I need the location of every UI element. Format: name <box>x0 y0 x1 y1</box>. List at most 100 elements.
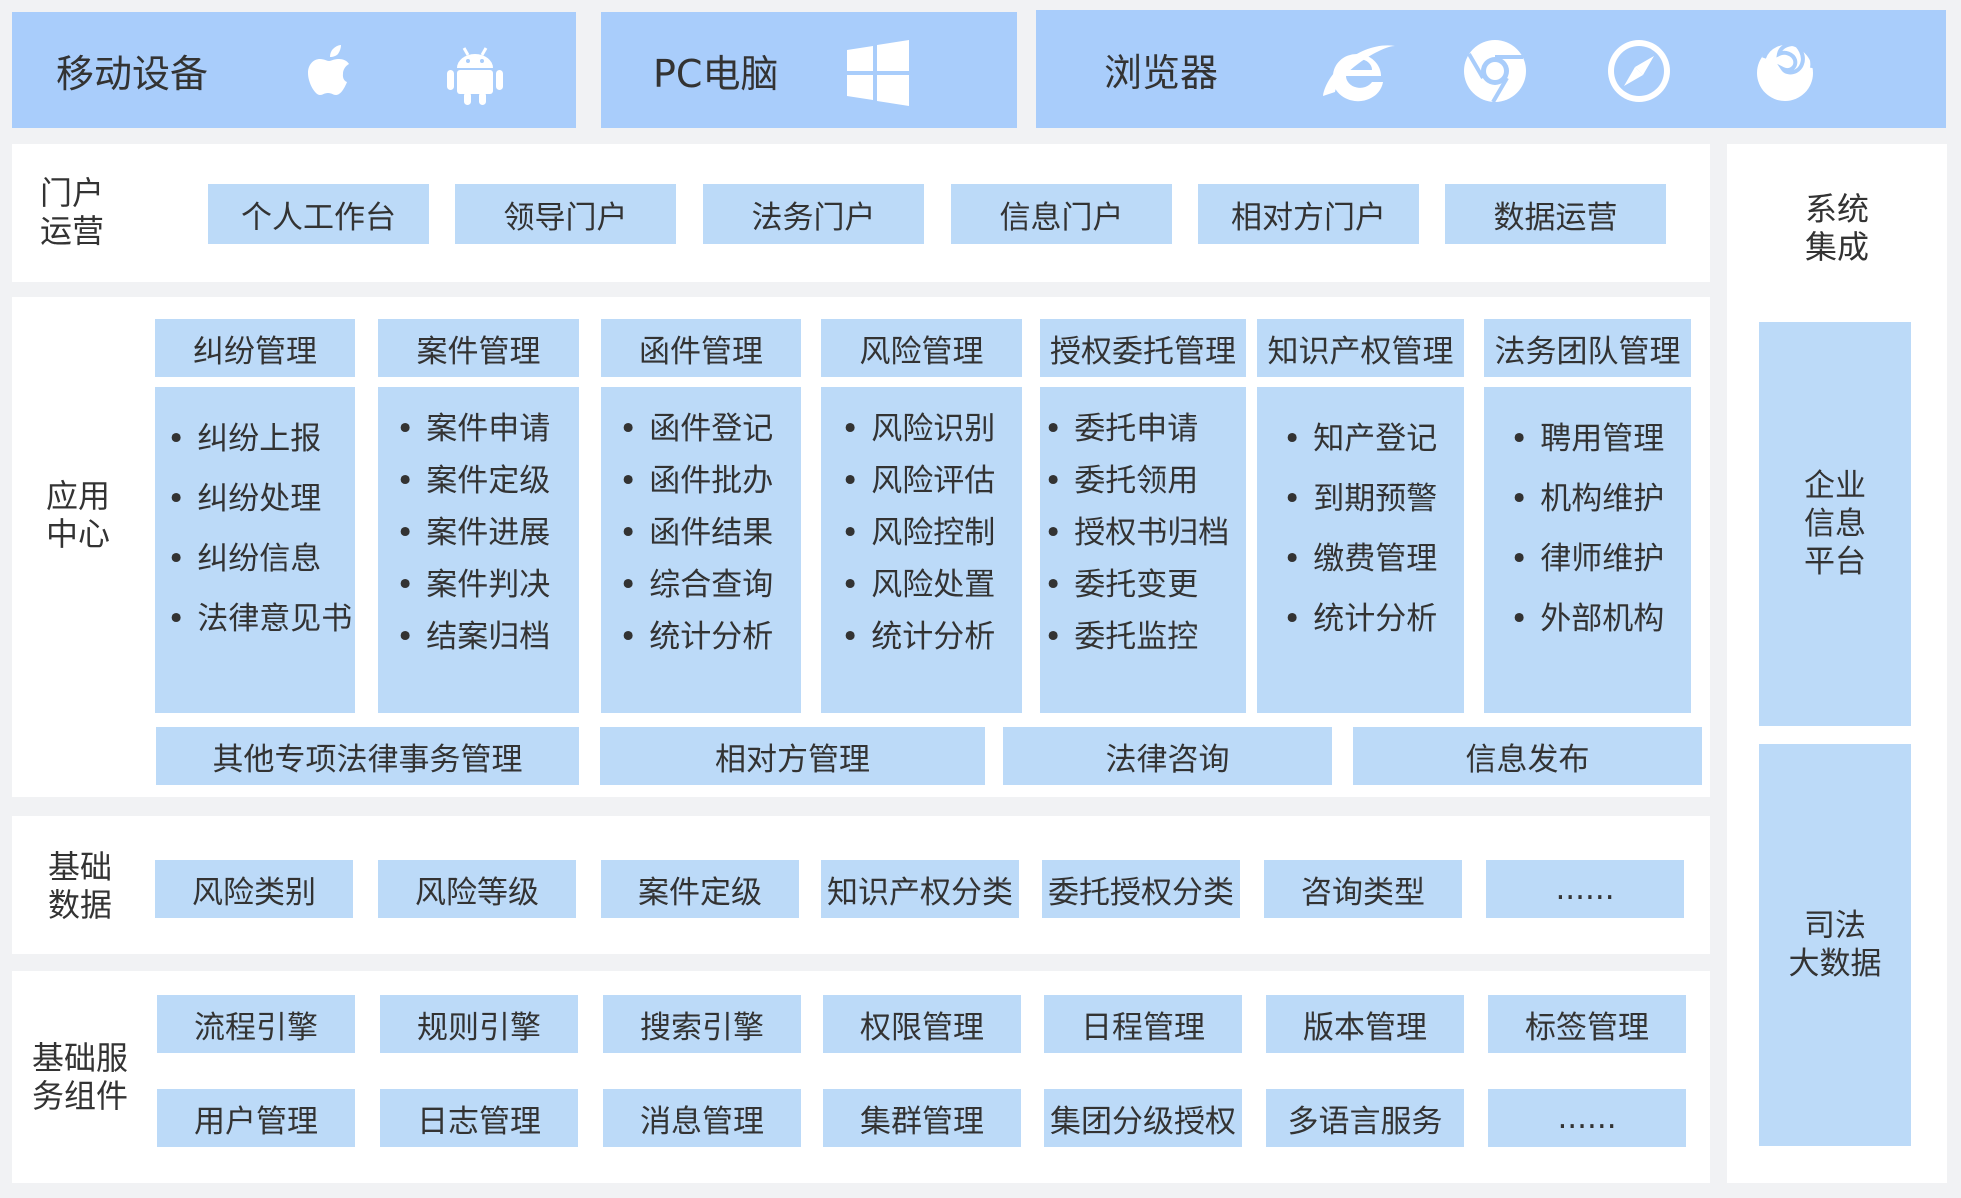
base-data-item: 风险等级 <box>378 860 576 918</box>
module-item: 结案归档 <box>396 611 550 663</box>
service-item: 集群管理 <box>823 1089 1021 1147</box>
mobile-devices-bar: 移动设备 <box>12 12 576 128</box>
platform-line2: 信息 <box>1804 506 1866 542</box>
module-item: 委托变更 <box>1044 559 1229 611</box>
module-header: 纠纷管理 <box>155 319 355 377</box>
base-data-item: 咨询类型 <box>1264 860 1462 918</box>
portal-item: 领导门户 <box>455 184 676 244</box>
module-box: 风险识别风险评估风险控制风险处置统计分析 <box>821 387 1022 713</box>
module-header: 风险管理 <box>821 319 1022 377</box>
module-item: 委托监控 <box>1044 611 1229 663</box>
module-item: 法律意见书 <box>167 589 352 649</box>
module-item: 案件定级 <box>396 455 550 507</box>
service-item: 多语言服务 <box>1266 1089 1464 1147</box>
module-item: 风险控制 <box>841 507 995 559</box>
base-data-item: ...... <box>1486 860 1684 918</box>
base-data-label-line2: 数据 <box>48 886 113 924</box>
portal-item: 信息门户 <box>951 184 1172 244</box>
module-item-list: 案件申请案件定级案件进展案件判决结案归档 <box>396 403 550 663</box>
browser-title: 浏览器 <box>1104 50 1219 95</box>
module-item: 知产登记 <box>1283 409 1437 469</box>
base-data-panel: 基础 数据 风险类别风险等级案件定级知识产权分类委托授权分类咨询类型...... <box>12 816 1710 954</box>
module-item: 纠纷上报 <box>167 409 352 469</box>
module-item: 统计分析 <box>619 611 773 663</box>
portal-item: 法务门户 <box>703 184 924 244</box>
module-item: 函件批办 <box>619 455 773 507</box>
module-header: 授权委托管理 <box>1040 319 1246 377</box>
base-data-item: 案件定级 <box>601 860 799 918</box>
platform-line1: 企业 <box>1804 468 1866 504</box>
app-bottom-item: 其他专项法律事务管理 <box>156 727 579 785</box>
module-item: 纠纷处理 <box>167 469 352 529</box>
module-item-list: 纠纷上报纠纷处理纠纷信息法律意见书 <box>167 409 352 649</box>
base-data-item: 委托授权分类 <box>1042 860 1240 918</box>
service-item: 用户管理 <box>157 1089 355 1147</box>
base-service-label-line1: 基础服 <box>32 1039 129 1077</box>
safari-icon <box>1608 40 1670 102</box>
android-icon <box>447 47 503 105</box>
service-item: 流程引擎 <box>157 995 355 1053</box>
module-box: 案件申请案件定级案件进展案件判决结案归档 <box>378 387 579 713</box>
module-item: 综合查询 <box>619 559 773 611</box>
module-item: 统计分析 <box>841 611 995 663</box>
service-item: ...... <box>1488 1089 1686 1147</box>
module-item: 函件登记 <box>619 403 773 455</box>
module-item: 外部机构 <box>1510 589 1664 649</box>
module-item: 案件判决 <box>396 559 550 611</box>
integration-panel: 系统 集成 企业 信息 平台 司法 大数据 <box>1727 144 1947 1183</box>
base-data-item: 知识产权分类 <box>821 860 1019 918</box>
module-item: 授权书归档 <box>1044 507 1229 559</box>
enterprise-platform-block: 企业 信息 平台 <box>1759 322 1911 726</box>
base-data-item: 风险类别 <box>155 860 353 918</box>
mobile-devices-title: 移动设备 <box>56 51 209 96</box>
module-item: 缴费管理 <box>1283 529 1437 589</box>
integration-title-line2: 集成 <box>1804 228 1869 266</box>
module-box: 聘用管理机构维护律师维护外部机构 <box>1484 387 1691 713</box>
module-item: 聘用管理 <box>1510 409 1664 469</box>
service-item: 权限管理 <box>823 995 1021 1053</box>
base-service-label: 基础服 务组件 <box>32 1039 128 1115</box>
module-item: 风险评估 <box>841 455 995 507</box>
pc-title: PC电脑 <box>653 51 779 96</box>
portal-item: 个人工作台 <box>208 184 429 244</box>
module-header: 案件管理 <box>378 319 579 377</box>
module-item-list: 委托申请委托领用授权书归档委托变更委托监控 <box>1044 403 1229 663</box>
platform-line3: 平台 <box>1804 544 1866 580</box>
module-item-list: 聘用管理机构维护律师维护外部机构 <box>1510 409 1664 649</box>
module-box: 知产登记到期预警缴费管理统计分析 <box>1257 387 1464 713</box>
service-item: 日程管理 <box>1044 995 1242 1053</box>
app-center-label: 应用 中心 <box>46 477 110 553</box>
service-item: 日志管理 <box>380 1089 578 1147</box>
portal-item: 数据运营 <box>1445 184 1666 244</box>
portal-label-line1: 门户 <box>40 174 105 212</box>
portal-label-line2: 运营 <box>40 212 105 250</box>
service-item: 标签管理 <box>1488 995 1686 1053</box>
module-header: 函件管理 <box>601 319 801 377</box>
service-item: 集团分级授权 <box>1044 1089 1242 1147</box>
module-item: 机构维护 <box>1510 469 1664 529</box>
module-item: 到期预警 <box>1283 469 1437 529</box>
module-item: 案件申请 <box>396 403 550 455</box>
base-service-label-line2: 务组件 <box>32 1077 129 1115</box>
module-item-list: 函件登记函件批办函件结果综合查询统计分析 <box>619 403 773 663</box>
module-item: 风险识别 <box>841 403 995 455</box>
module-item-list: 风险识别风险评估风险控制风险处置统计分析 <box>841 403 995 663</box>
app-bottom-item: 法律咨询 <box>1003 727 1332 785</box>
module-item: 纠纷信息 <box>167 529 352 589</box>
app-center-panel: 应用 中心 纠纷管理纠纷上报纠纷处理纠纷信息法律意见书案件管理案件申请案件定级案… <box>12 297 1710 797</box>
module-item-list: 知产登记到期预警缴费管理统计分析 <box>1283 409 1437 649</box>
browser-bar: 浏览器 <box>1036 10 1946 128</box>
base-data-label: 基础 数据 <box>48 848 112 924</box>
service-item: 消息管理 <box>603 1089 801 1147</box>
portal-item: 相对方门户 <box>1198 184 1419 244</box>
service-item: 规则引擎 <box>380 995 578 1053</box>
judicial-bigdata-block: 司法 大数据 <box>1759 744 1911 1146</box>
pc-bar: PC电脑 <box>601 12 1017 128</box>
module-item: 律师维护 <box>1510 529 1664 589</box>
portal-panel: 门户 运营 个人工作台领导门户法务门户信息门户相对方门户数据运营 <box>12 144 1710 282</box>
app-center-label-line1: 应用 <box>46 477 111 515</box>
apple-icon <box>308 45 349 95</box>
module-item: 统计分析 <box>1283 589 1437 649</box>
firefox-icon <box>1757 40 1815 101</box>
bigdata-line1: 司法 <box>1804 908 1866 944</box>
